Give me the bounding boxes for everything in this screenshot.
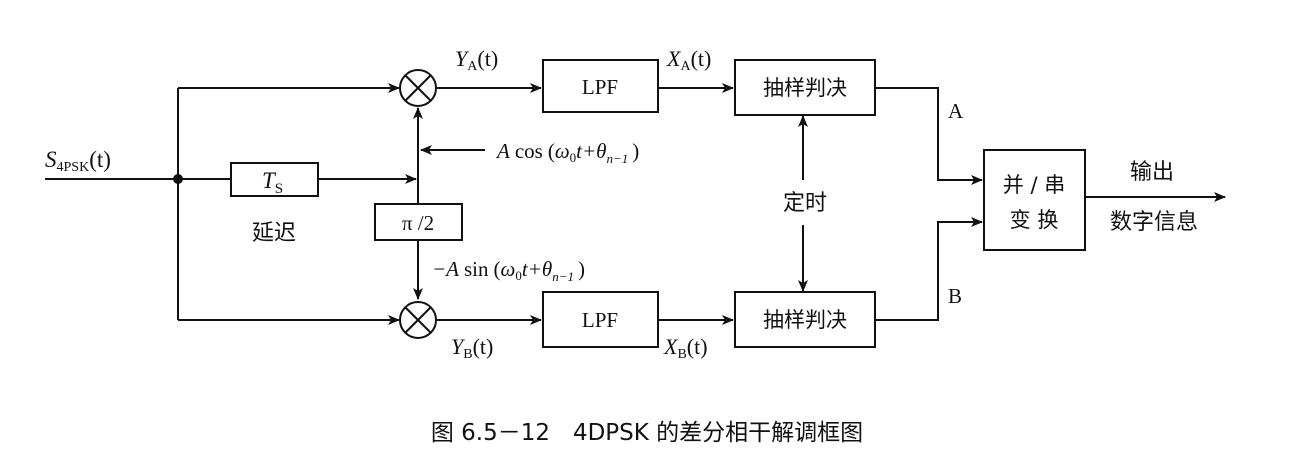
branch-a-line: [875, 87, 983, 185]
lpf-top-label: LPF: [582, 75, 618, 99]
decision-bottom-label: 抽样判决: [763, 308, 847, 332]
delay-symbol: TS: [262, 168, 283, 197]
decision-bottom-box: [734, 291, 876, 348]
ya-label: YA(t): [455, 46, 498, 74]
lpf-bottom-label: LPF: [582, 308, 618, 332]
decision-top-label: 抽样判决: [763, 76, 847, 100]
multiplier-top: [399, 69, 437, 107]
wires: [45, 83, 1226, 325]
output-label-line2: 数字信息: [1110, 210, 1198, 235]
junction-dot: [173, 174, 183, 184]
phase-shift-box: [374, 203, 463, 241]
timing-label: 定时: [783, 191, 827, 216]
figure-caption: 图 6.5－12 4DPSK 的差分相干解调框图: [431, 420, 863, 446]
multiplier-bottom: [399, 301, 437, 339]
branch-a-label: A: [948, 99, 964, 123]
xb-label: XB(t): [663, 334, 708, 362]
lpf-bottom-box: [542, 291, 659, 348]
delay-box: [230, 162, 319, 197]
lpf-top-box: [542, 59, 659, 113]
input-signal-label: S4PSK(t): [45, 147, 111, 175]
branch-b-line: [875, 217, 983, 321]
decision-top-box: [734, 59, 876, 116]
delay-label: 延迟: [252, 221, 296, 246]
yb-label: YB(t): [451, 334, 493, 362]
converter-box: [983, 149, 1086, 251]
xa-label: XA(t): [666, 46, 711, 74]
converter-label-line2: 变 换: [1010, 208, 1059, 232]
converter-label-line1: 并 / 串: [1003, 173, 1065, 197]
phase-shift-label: π /2: [402, 211, 434, 235]
branch-b-label: B: [948, 284, 962, 308]
output-label-line1: 输出: [1130, 160, 1174, 185]
